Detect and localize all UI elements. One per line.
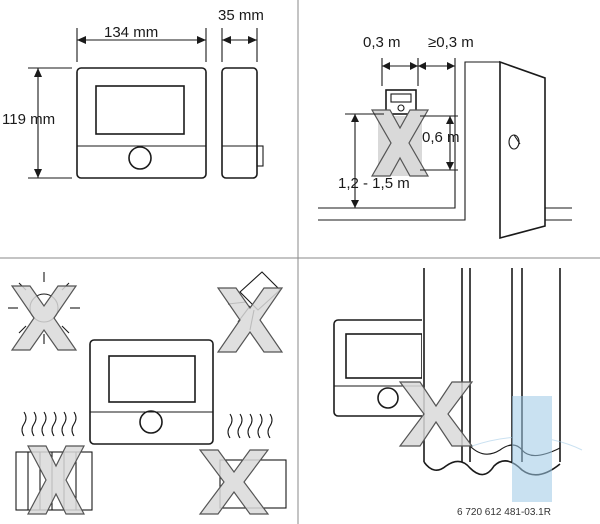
figure-reference: 6 720 612 481-03.1R	[457, 507, 551, 518]
door	[499, 60, 546, 240]
width-dimension-line	[76, 28, 207, 62]
lower-clearance-label: 0,6 m	[422, 129, 460, 146]
mounting-height-label: 1,2 - 1,5 m	[338, 175, 410, 192]
watermark-graphic	[471, 396, 583, 502]
door-clearance-dimension	[418, 58, 456, 70]
lower-clearance-dimension	[420, 115, 458, 171]
depth-label: 35 mm	[218, 7, 264, 24]
top-clearance-label: 0,3 m	[363, 34, 401, 51]
height-dimension-line	[28, 67, 72, 179]
mounting-height-dimension	[345, 113, 384, 208]
wall-mounted-controller	[385, 89, 417, 115]
door-clearance-label: ≥0,3 m	[428, 34, 474, 51]
height-label: 119 mm	[2, 111, 56, 128]
lamp-prohibited-icon	[216, 287, 284, 353]
central-device	[89, 339, 214, 445]
depth-dimension-line	[221, 28, 258, 62]
prohibited-zone-below-controller-icon	[370, 109, 430, 177]
heater-prohibited-icon	[198, 449, 270, 515]
sun-prohibited-icon	[10, 285, 78, 351]
side-view-device	[221, 67, 264, 179]
radiator-prohibited-icon	[27, 445, 85, 515]
width-label: 134 mm	[104, 24, 159, 41]
top-clearance-dimension	[381, 58, 419, 86]
front-view-device	[76, 67, 207, 179]
